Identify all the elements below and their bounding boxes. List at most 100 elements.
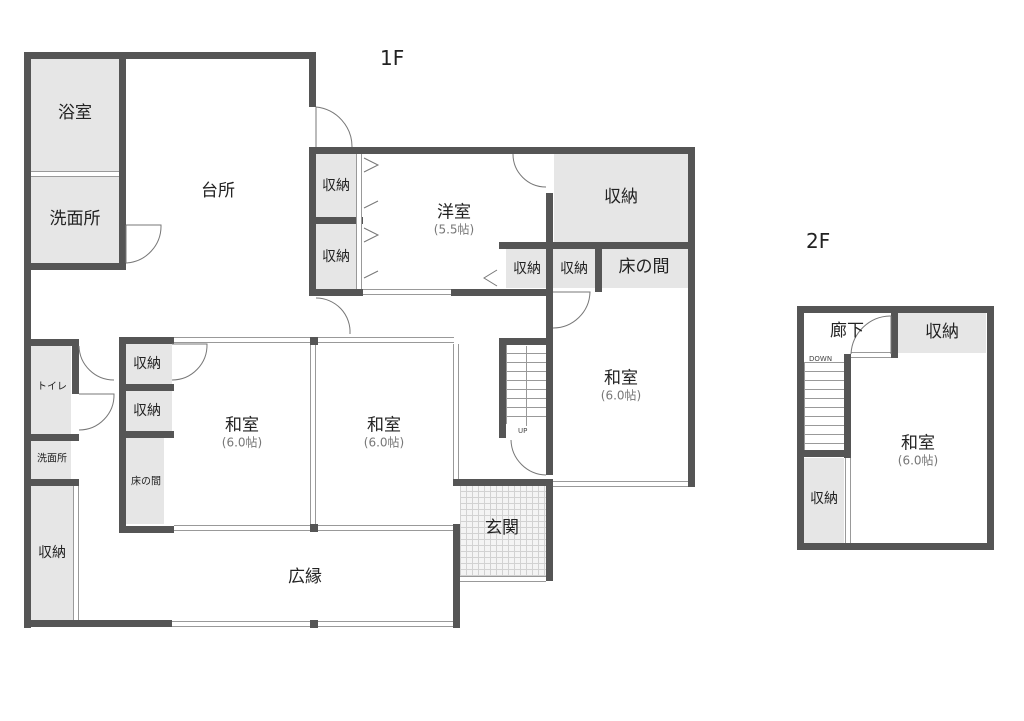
- room-name: 和室: [366, 415, 401, 436]
- wall: [119, 526, 174, 533]
- room-storage-w2: [316, 224, 356, 289]
- post: [310, 524, 318, 532]
- wall: [546, 193, 553, 475]
- wall: [24, 434, 79, 441]
- closet-door[interactable]: [845, 458, 851, 543]
- wall: [119, 337, 174, 344]
- wall: [987, 306, 994, 550]
- wall: [797, 543, 994, 550]
- stairs-up-label: UP: [518, 427, 528, 435]
- wall: [546, 479, 553, 581]
- wall: [24, 620, 172, 627]
- wall: [309, 52, 316, 107]
- room-label-storage: 収納: [810, 490, 838, 507]
- wall: [595, 242, 602, 292]
- wall: [891, 313, 898, 358]
- room-size: (6.0帖): [221, 434, 263, 449]
- room-storage-left: [804, 458, 844, 544]
- room-name: 洋室: [436, 202, 471, 223]
- wall: [309, 289, 363, 296]
- closet-door[interactable]: [73, 486, 79, 620]
- room-storage-w1: [316, 154, 356, 217]
- wall: [119, 58, 126, 268]
- room-label-storage: 収納: [604, 187, 638, 208]
- fusuma[interactable]: [174, 337, 314, 343]
- room-label-storage: 収納: [133, 355, 161, 372]
- floor-label-1f: 1F: [380, 46, 405, 70]
- room-washroom: [31, 176, 119, 264]
- room-size: (6.0帖): [600, 387, 642, 402]
- room-label-storage: 収納: [513, 260, 541, 277]
- fusuma[interactable]: [318, 337, 454, 343]
- room-label-japanese: 和室 (6.0帖): [364, 416, 404, 449]
- stairs-1f: [506, 344, 548, 424]
- room-label-storage: 収納: [38, 544, 66, 561]
- wall: [72, 339, 79, 394]
- wall: [688, 147, 695, 487]
- room-label-japanese: 和室 (6.0帖): [222, 416, 262, 449]
- room-entrance-tiles: [460, 485, 546, 576]
- room-size: (5.5帖): [433, 221, 475, 236]
- room-tokonoma-right: [602, 248, 688, 288]
- stairs-center-line: [526, 346, 527, 426]
- wall: [453, 524, 460, 628]
- post: [310, 337, 318, 345]
- post: [310, 620, 318, 628]
- room-label-veranda: 広縁: [288, 567, 322, 588]
- wall: [309, 147, 695, 154]
- room-label-tokonoma: 床の間: [618, 257, 670, 278]
- room-label-toilet: トイレ: [37, 381, 67, 393]
- room-label-storage: 収納: [925, 322, 959, 343]
- wall: [119, 431, 174, 438]
- room-name: 和室: [603, 368, 638, 389]
- fusuma[interactable]: [453, 344, 459, 479]
- room-size: (6.0帖): [897, 452, 939, 467]
- closet-doors[interactable]: [356, 154, 362, 289]
- sliding-door[interactable]: [363, 289, 451, 295]
- room-label-storage: 収納: [322, 177, 350, 194]
- room-name: 和室: [900, 433, 935, 454]
- room-size: (6.0帖): [363, 434, 405, 449]
- room-label-storage: 収納: [560, 260, 588, 277]
- sliding-door[interactable]: [31, 171, 119, 177]
- wall: [797, 306, 804, 550]
- hallway-threshold: [851, 352, 891, 358]
- wall: [24, 339, 79, 346]
- room-label-kitchen: 台所: [201, 181, 235, 202]
- room-label-entrance: 玄関: [485, 518, 519, 539]
- room-washroom-small: [31, 441, 71, 479]
- stairs-down-label: DOWN: [809, 355, 833, 363]
- wall: [451, 289, 553, 296]
- stairs-2f: [804, 362, 846, 450]
- fusuma[interactable]: [310, 344, 316, 526]
- wall: [453, 479, 553, 486]
- wall: [804, 450, 851, 457]
- room-label-storage: 収納: [133, 402, 161, 419]
- wall: [499, 338, 553, 345]
- wall: [499, 338, 506, 438]
- room-label-washroom: 洗面所: [49, 209, 101, 230]
- room-label-japanese: 和室 (6.0帖): [898, 434, 938, 467]
- room-storage-big: [554, 154, 688, 242]
- room-toilet: [31, 346, 71, 436]
- wall: [844, 354, 851, 458]
- room-storage-mid2: [126, 391, 172, 431]
- room-label-hallway: 廊下: [830, 321, 864, 342]
- room-tokonoma-left: [126, 438, 164, 524]
- room-label-western: 洋室 (5.5帖): [434, 203, 474, 236]
- room-label-washroom-small: 洗面所: [37, 453, 67, 465]
- room-label-bath: 浴室: [58, 103, 92, 124]
- room-label-storage: 収納: [322, 248, 350, 265]
- room-storage-top: [898, 313, 986, 353]
- entrance-door[interactable]: [460, 576, 546, 582]
- floor-label-2f: 2F: [806, 229, 831, 253]
- room-label-tokonoma: 床の間: [131, 476, 161, 488]
- room-storage-small1: [506, 248, 546, 288]
- room-storage-mid1: [126, 344, 172, 384]
- wall: [24, 52, 316, 59]
- wall: [24, 479, 79, 486]
- window-sash[interactable]: [553, 481, 688, 487]
- wall: [31, 263, 126, 270]
- wall: [309, 217, 363, 224]
